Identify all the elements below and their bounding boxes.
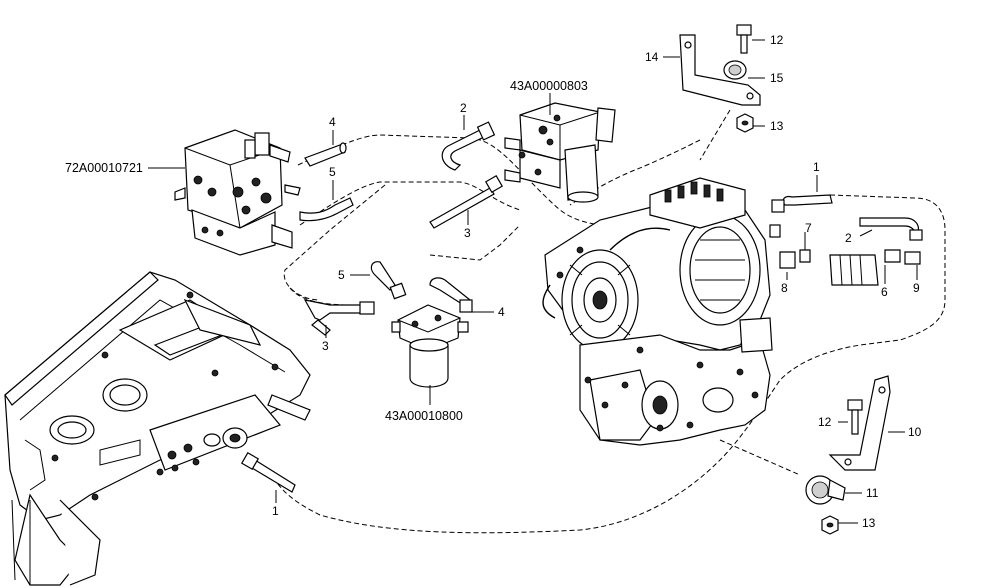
label-control-valve: 72A00010721 [65,161,143,175]
callout-1-right: 1 [813,160,820,174]
transmission [542,177,773,446]
clamp-11 [805,475,846,505]
callout-12-bottom: 12 [818,415,832,429]
nut-13-bottom [821,515,839,535]
hose-routing-lines [274,109,946,534]
assembly-labels: 72A00010721 43A00000803 43A00010800 [65,79,588,423]
spin-on-filter [391,304,469,388]
vehicle-frame [4,271,311,586]
label-filter: 43A00010800 [385,409,463,423]
callout-13-bottom: 13 [862,516,876,530]
callout-6: 6 [881,285,888,299]
callout-4-lower: 4 [498,305,505,319]
callout-2-upper: 2 [460,101,467,115]
bolt-12-top [736,24,752,54]
control-valve-block [174,129,301,256]
callout-5-lower: 5 [338,268,345,282]
bracket-14 [679,34,761,106]
callout-5-upper: 5 [329,165,336,179]
bolt-12-bottom [847,399,863,435]
callout-7: 7 [805,221,812,235]
callout-numbers: 4 5 2 3 5 3 4 1 1 2 7 8 6 9 14 12 15 13 … [272,33,922,530]
leader-lines [148,39,918,524]
callout-10: 10 [908,425,922,439]
callout-3-upper: 3 [464,226,471,240]
callout-14: 14 [645,50,659,64]
bracket-10 [828,375,891,471]
callout-9: 9 [913,281,920,295]
callout-12-top: 12 [770,33,784,47]
label-filter-head: 43A00000803 [510,79,588,93]
callout-15: 15 [770,71,784,85]
filter-head [504,102,616,203]
callout-3-lower: 3 [322,339,329,353]
callout-4-upper: 4 [329,115,336,129]
callout-8: 8 [781,281,788,295]
callout-2-right: 2 [845,231,852,245]
hoses [240,121,923,493]
nut-13-top [736,113,754,133]
callout-1-lower: 1 [272,504,279,518]
clamp-15 [723,60,747,80]
callout-13-top: 13 [770,119,784,133]
callout-11: 11 [866,486,879,500]
